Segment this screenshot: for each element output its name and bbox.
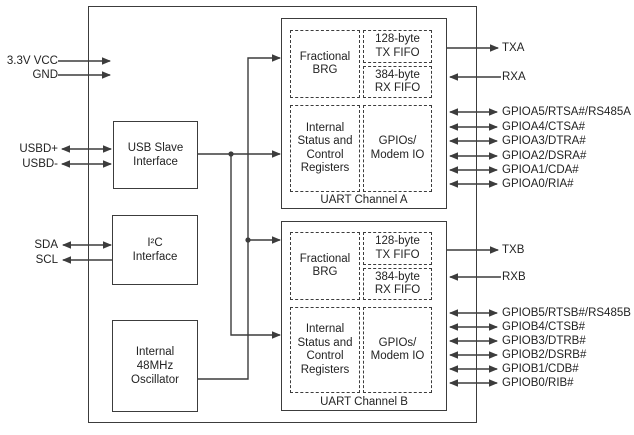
channel-b-gpio-line2: Modem IO (370, 350, 425, 362)
pin-gpiob3: GPIOB3/DTRB# (502, 335, 586, 347)
chip-outline (88, 6, 477, 423)
oscillator-block: Internal 48MHz Oscillator (112, 320, 198, 412)
pin-gpiob0: GPIOB0/RIB# (502, 377, 574, 389)
channel-a-tx-fifo: 128-byte TX FIFO (363, 30, 432, 63)
channel-a-brg-line1: Fractional (299, 50, 351, 63)
pin-usbd-plus: USBD+ (19, 143, 58, 155)
pin-gnd: GND (32, 69, 58, 81)
usb-slave-interface-label-line1: USB Slave (127, 142, 184, 154)
channel-b-tx-fifo-line1: 128-byte (375, 235, 420, 247)
channel-a-registers-line1: Internal (305, 121, 345, 134)
channel-b-fractional-brg: Fractional BRG (290, 232, 360, 300)
uart-channel-b-label: UART Channel B (320, 396, 408, 408)
channel-a-brg-line2: BRG (312, 64, 338, 76)
pin-gpioa4: GPIOA4/CTSA# (502, 121, 586, 133)
pin-scl: SCL (35, 254, 58, 266)
pin-sda: SDA (34, 239, 58, 251)
pin-gpioa5: GPIOA5/RTSA#/RS485A (502, 106, 631, 118)
pin-rxa: RXA (502, 71, 526, 83)
channel-b-tx-fifo-line2: TX FIFO (375, 248, 420, 261)
channel-b-registers: Internal Status and Control Registers (290, 307, 360, 393)
pin-gpiob5: GPIOB5/RTSB#/RS485B (502, 307, 631, 319)
pin-gpioa0: GPIOA0/RIA# (502, 178, 574, 190)
usb-slave-interface-label-line2: Interface (133, 156, 178, 168)
channel-b-rx-fifo-line2: RX FIFO (374, 284, 421, 296)
pin-3v3-vcc: 3.3V VCC (6, 55, 58, 67)
i2c-interface-label-line2: Interface (132, 251, 178, 263)
pin-usbd-minus: USBD- (22, 158, 58, 170)
channel-b-tx-fifo: 128-byte TX FIFO (363, 232, 432, 265)
channel-a-registers-line3: Control (306, 148, 344, 161)
uart-channel-b-block: UART Channel B (281, 221, 447, 411)
oscillator-label-line1: Internal (135, 346, 175, 358)
channel-b-rx-fifo: 384-byte RX FIFO (363, 268, 432, 300)
channel-a-tx-fifo-line1: 128-byte (375, 33, 420, 45)
uart-channel-a-block: UART Channel A (281, 18, 447, 209)
usb-slave-interface-block: USB Slave Interface (113, 121, 198, 189)
channel-b-gpio-line1: GPIOs/ (378, 336, 417, 349)
channel-a-fractional-brg: Fractional BRG (290, 30, 360, 98)
channel-a-tx-fifo-line2: TX FIFO (375, 46, 420, 59)
channel-b-registers-line2: Status and (297, 336, 353, 349)
channel-a-registers: Internal Status and Control Registers (290, 105, 360, 192)
channel-a-gpio-line2: Modem IO (370, 148, 425, 161)
i2c-interface-block: I²C Interface (112, 215, 198, 285)
oscillator-label-line3: Oscillator (131, 374, 179, 386)
uart-channel-a-label: UART Channel A (320, 194, 408, 206)
pin-gpioa1: GPIOA1/CDA# (502, 164, 579, 176)
channel-a-rx-fifo-line2: RX FIFO (374, 82, 421, 94)
channel-b-gpio-modem-io: GPIOs/ Modem IO (363, 307, 432, 393)
channel-b-registers-line4: Registers (300, 363, 350, 376)
channel-b-brg-line1: Fractional (299, 252, 351, 265)
pin-gpioa2: GPIOA2/DSRA# (502, 150, 587, 162)
pin-txb: TXB (502, 244, 525, 256)
pin-txa: TXA (502, 42, 525, 54)
channel-b-registers-line1: Internal (305, 323, 345, 335)
pin-gpioa3: GPIOA3/DTRA# (502, 135, 586, 147)
channel-b-registers-line3: Control (306, 350, 344, 362)
channel-a-gpio-line1: GPIOs/ (378, 135, 417, 147)
pin-gpiob2: GPIOB2/DSRB# (502, 349, 587, 361)
channel-b-rx-fifo-line1: 384-byte (375, 270, 420, 283)
i2c-interface-label-line1: I²C (147, 237, 163, 249)
pin-rxb: RXB (502, 271, 526, 283)
channel-a-gpio-modem-io: GPIOs/ Modem IO (363, 105, 432, 192)
channel-b-brg-line2: BRG (312, 266, 338, 278)
channel-a-rx-fifo: 384-byte RX FIFO (363, 66, 432, 98)
channel-a-rx-fifo-line1: 384-byte (375, 68, 420, 81)
channel-a-registers-line4: Registers (300, 162, 350, 174)
oscillator-label-line2: 48MHz (136, 360, 174, 372)
pin-gpiob1: GPIOB1/CDB# (502, 363, 579, 375)
channel-a-registers-line2: Status and (297, 135, 353, 147)
pin-gpiob4: GPIOB4/CTSB# (502, 321, 586, 333)
